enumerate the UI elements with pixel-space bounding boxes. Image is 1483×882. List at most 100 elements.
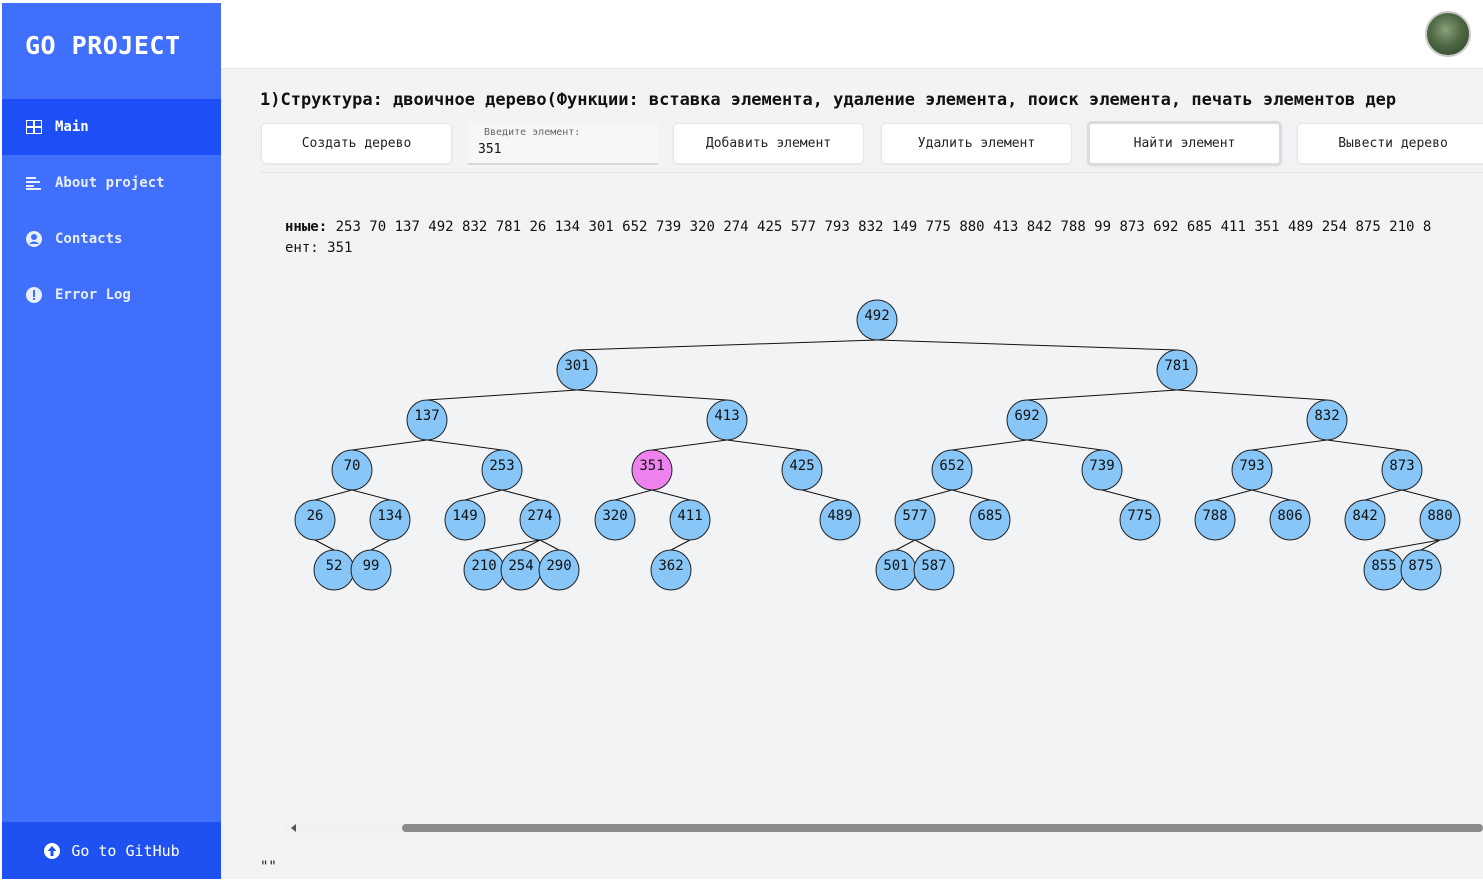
app-title: GO PROJECT — [25, 31, 181, 60]
tree-edge — [914, 489, 953, 501]
tree-node-label: 873 — [1389, 458, 1414, 474]
element-input-field[interactable]: Введите элемент: — [468, 123, 658, 165]
tree-node-circle — [631, 449, 673, 491]
sidebar-item-error-log[interactable]: Error Log — [2, 267, 221, 323]
tree-node: 137 — [406, 399, 448, 441]
tree-node: 26 — [294, 499, 336, 541]
tree-node: 685 — [969, 499, 1011, 541]
tree-node: 855 — [1363, 549, 1405, 591]
sidebar-item-contacts[interactable]: Contacts — [2, 211, 221, 267]
tree-node: 873 — [1381, 449, 1423, 491]
tree-node-circle — [781, 449, 823, 491]
tree-node-label: 793 — [1239, 458, 1264, 474]
tree-node-label: 739 — [1089, 458, 1114, 474]
tree-edges — [314, 339, 1441, 551]
tree-node-label: 492 — [864, 308, 889, 324]
tree-edge — [951, 439, 1028, 451]
tree-node-label: 652 — [939, 458, 964, 474]
element-input[interactable] — [478, 142, 638, 157]
tree-edge — [370, 539, 391, 551]
add-element-button[interactable]: Добавить элемент — [673, 123, 864, 164]
tree-node-circle — [650, 549, 692, 591]
tree-node: 806 — [1269, 499, 1311, 541]
tree-node-circle — [1344, 499, 1386, 541]
tree-node: 739 — [1081, 449, 1123, 491]
tree-edge — [1176, 389, 1328, 401]
scrollbar-thumb[interactable] — [402, 824, 1483, 832]
tree-node-label: 880 — [1427, 508, 1452, 524]
tree-node-circle — [444, 499, 486, 541]
tree-node-label: 134 — [377, 508, 402, 524]
output-line-element: ент: 351 — [285, 238, 1431, 259]
tree-node-label: 692 — [1014, 408, 1039, 424]
tree-edge — [1214, 489, 1253, 501]
create-tree-button[interactable]: Создать дерево — [261, 123, 452, 164]
tree-edge — [314, 489, 353, 501]
avatar[interactable] — [1425, 11, 1471, 57]
tree-edge — [651, 439, 728, 451]
tree-edge — [1251, 439, 1328, 451]
tree-edge — [1101, 489, 1141, 501]
output-line-data: нные: 253 70 137 492 832 781 26 134 301 … — [285, 217, 1431, 238]
sidebar-item-label: Main — [55, 119, 89, 135]
footer-output: "" — [260, 859, 277, 875]
tree-node-label: 413 — [714, 408, 739, 424]
find-element-button[interactable]: Найти элемент — [1087, 121, 1282, 166]
tree-edge — [576, 339, 878, 351]
tree-edge — [951, 489, 991, 501]
tree-node-circle — [819, 499, 861, 541]
output-element-label: ент: — [285, 240, 319, 256]
tree-node-label: 855 — [1371, 558, 1396, 574]
grid-icon — [25, 118, 43, 136]
tree-edge — [1326, 439, 1403, 451]
tree-node-circle — [594, 499, 636, 541]
tree-node-circle — [519, 499, 561, 541]
sidebar-item-label: Contacts — [55, 231, 123, 247]
horizontal-scrollbar[interactable] — [285, 822, 1483, 834]
tree-node: 52 — [313, 549, 355, 591]
tree-node-circle — [1269, 499, 1311, 541]
scroll-left-icon[interactable] — [291, 824, 296, 832]
output-text: нные: 253 70 137 492 832 781 26 134 301 … — [285, 217, 1431, 259]
tree-node-label: 99 — [363, 558, 380, 574]
tree-edge — [351, 439, 428, 451]
sidebar-item-about-project[interactable]: About project — [2, 155, 221, 211]
github-link[interactable]: Go to GitHub — [2, 822, 221, 879]
tree-edge — [876, 339, 1178, 351]
tree-node: 781 — [1156, 349, 1198, 391]
tree-node-label: 577 — [902, 508, 927, 524]
tree-node: 274 — [519, 499, 561, 541]
tree-edge — [314, 539, 335, 551]
tree-node-circle — [1381, 449, 1423, 491]
tree-edge — [501, 489, 541, 501]
alert-icon — [25, 286, 43, 304]
tree-node: 425 — [781, 449, 823, 491]
tree-node-label: 788 — [1202, 508, 1227, 524]
tree-node: 832 — [1306, 399, 1348, 441]
tree-node-label: 351 — [639, 458, 664, 474]
tree-node-label: 411 — [677, 508, 702, 524]
tree-node-label: 52 — [326, 558, 343, 574]
tree-node-circle — [1119, 499, 1161, 541]
sidebar-item-main[interactable]: Main — [2, 99, 221, 155]
tree-edge — [801, 489, 841, 501]
tree-node-circle — [369, 499, 411, 541]
print-tree-button[interactable]: Вывести дерево — [1297, 123, 1483, 164]
tree-node-circle — [1306, 399, 1348, 441]
tree-node: 788 — [1194, 499, 1236, 541]
tree-node-label: 301 — [564, 358, 589, 374]
delete-element-button[interactable]: Удалить элемент — [881, 123, 1072, 164]
tree-node-circle — [1231, 449, 1273, 491]
tree-node: 652 — [931, 449, 973, 491]
tree-node: 793 — [1231, 449, 1273, 491]
tree-node: 489 — [819, 499, 861, 541]
output-data-values: 253 70 137 492 832 781 26 134 301 652 73… — [335, 219, 1432, 235]
tree-node-label: 806 — [1277, 508, 1302, 524]
tree-node-circle — [913, 549, 955, 591]
tree-node-circle — [481, 449, 523, 491]
tree-node-circle — [894, 499, 936, 541]
page-title: 1)Структура: двоичное дерево(Функции: вс… — [260, 90, 1397, 110]
tree-node: 70 — [331, 449, 373, 491]
tree-node-circle — [669, 499, 711, 541]
tree-node-circle — [1006, 399, 1048, 441]
